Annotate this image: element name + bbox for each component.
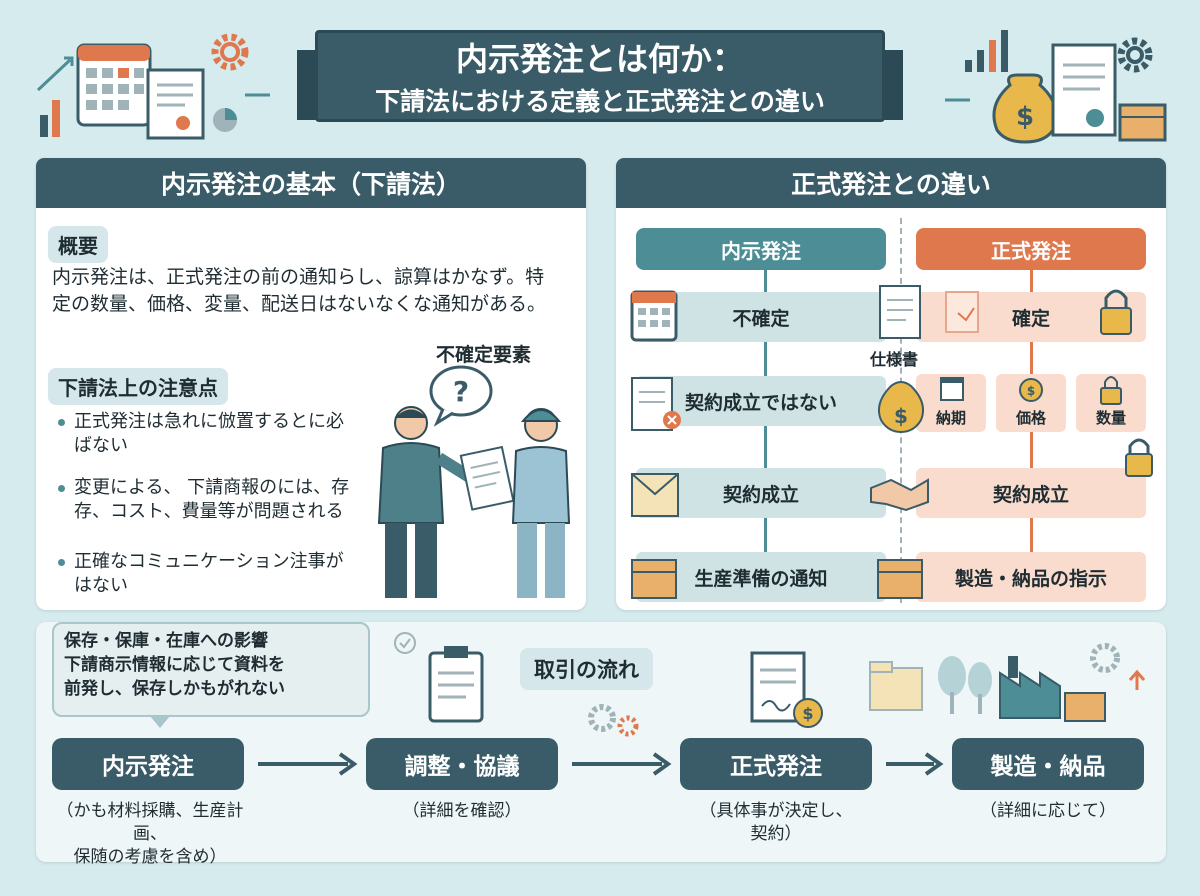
office-worker-figure <box>377 406 475 598</box>
col-right-title: 正式発注 <box>916 228 1146 270</box>
flow-caption-3: （具体事が決定し、契約） <box>699 801 853 844</box>
arrow-icon <box>258 752 358 776</box>
note-bullet-1: 正式発注は急れに倣置するとに必ばない <box>58 410 354 459</box>
question-mark: ? <box>453 375 469 408</box>
contract-cancel-icon <box>631 377 681 431</box>
svg-text:$: $ <box>1027 384 1035 398</box>
right-panel-icons: $ $ <box>630 285 1153 599</box>
clipboard-icon <box>428 646 484 723</box>
note-bullet-3: 正確なコミュニケーション注事がはない <box>58 550 354 599</box>
notes-label: 下請法上の注意点 <box>48 368 228 405</box>
top-right-illustration: $ <box>945 30 1167 144</box>
right-row-2: 契約成立 <box>916 468 1146 518</box>
money-bag-icon: $ <box>878 381 924 434</box>
left-row-4: 生産準備の通知 <box>636 552 886 602</box>
folder-icon <box>869 661 923 711</box>
flow-step-2: 調整・協議 <box>366 738 558 790</box>
bar-chart-icon <box>965 30 1008 72</box>
left-panel-header: 内示発注の基本（下請法） <box>36 158 586 208</box>
lock-icon <box>1100 289 1132 335</box>
pie-icon <box>213 108 237 132</box>
calendar-icon <box>630 290 678 342</box>
right-row-3: 製造・納品の指示 <box>916 552 1146 602</box>
top-left-illustration <box>36 33 270 140</box>
lock-small-icon <box>1100 376 1122 405</box>
note-bullet-2: 変更による、 下請商報のには、存存、コスト、費量等が問題される <box>58 476 354 525</box>
two-people-illustration: ? <box>377 365 571 598</box>
check-circle-icon <box>394 632 416 654</box>
title-line2: 下請法における定義と正式発注との違い <box>375 87 825 116</box>
right-panel-header: 正式発注との違い <box>616 158 1166 208</box>
calendar-small-icon <box>940 377 964 401</box>
flow-caption-2: （詳細を確認） <box>402 801 522 821</box>
col-left-title: 内示発注 <box>636 228 886 270</box>
box-icon <box>1118 103 1167 142</box>
spec-document-icon <box>879 285 921 339</box>
flow-step-4: 製造・納品 <box>952 738 1144 790</box>
arrow-icon <box>572 752 672 776</box>
impact-callout: 保存・保庫・在庫への影響 下請商示情報に応じて資料を 前発し、保存しかもがれない <box>52 622 370 717</box>
flow-step-1: 内示発注 <box>52 738 244 790</box>
gear-icon <box>211 33 249 71</box>
faded-document-icon <box>945 291 979 333</box>
flow-illustrations: $ <box>394 632 1146 737</box>
question-bubble-icon: ? <box>429 365 493 427</box>
signed-document-icon: $ <box>750 651 823 728</box>
calendar-icon <box>76 43 152 127</box>
spec-label: 仕様書 <box>870 350 919 369</box>
envelope-icon <box>631 473 679 517</box>
left-row-1: 不確定 <box>636 292 886 342</box>
flow-caption-1: （かも材料採購、生産計画、保随の考慮を含め） <box>56 801 244 867</box>
handshake-icon <box>870 478 929 512</box>
svg-text:$: $ <box>802 704 813 723</box>
svg-text:$: $ <box>1016 102 1034 132</box>
gear-icon <box>1090 643 1120 673</box>
impact-line3: 前発し、保存しかもがれない <box>64 678 285 699</box>
svg-text:$: $ <box>894 404 908 428</box>
tree-icon <box>938 656 992 714</box>
impact-line2: 下請商示情報に応じて資料を <box>64 654 285 675</box>
box-icon <box>877 559 923 599</box>
left-panel: 内示発注の基本（下請法） 概要 内示発注は、正式発注の前の通知らし、諒算はかなず… <box>36 158 586 610</box>
uncertain-label: 不確定要素 <box>436 344 532 366</box>
lock-icon <box>1125 438 1153 477</box>
gear-icon <box>588 704 639 737</box>
arrow-icon <box>886 752 944 776</box>
bar-chart-icon <box>36 56 74 137</box>
impact-line1: 保存・保庫・在庫への影響 <box>64 631 268 651</box>
money-bag-small-icon: $ <box>1019 378 1043 402</box>
document-icon <box>1051 43 1117 137</box>
factory-worker-figure <box>511 408 571 598</box>
certificate-icon <box>146 68 205 140</box>
box-icon <box>631 559 677 599</box>
paper-icon <box>459 445 515 511</box>
flow-caption-4: （詳細に応じて） <box>980 801 1116 821</box>
gear-icon <box>1117 37 1153 73</box>
overview-text: 内示発注は、正式発注の前の通知らし、諒算はかなず。特定の数量、価格、変量、配送日… <box>52 266 547 315</box>
up-arrow-icon <box>1128 669 1146 690</box>
flow-arrows <box>258 752 944 776</box>
money-bag-icon: $ <box>992 73 1058 144</box>
title-line1: 内示発注とは何か： <box>455 40 744 78</box>
overview-label: 概要 <box>48 226 108 263</box>
flow-label: 取引の流れ <box>520 648 653 690</box>
flow-step-3: 正式発注 <box>680 738 872 790</box>
right-panel: 正式発注との違い 内示発注 正式発注 不確定 契約成立ではない 契約成立 生産準… <box>616 158 1166 610</box>
title-banner: 内示発注とは何か： 下請法における定義と正式発注との違い <box>297 22 903 130</box>
factory-icon <box>999 656 1106 722</box>
